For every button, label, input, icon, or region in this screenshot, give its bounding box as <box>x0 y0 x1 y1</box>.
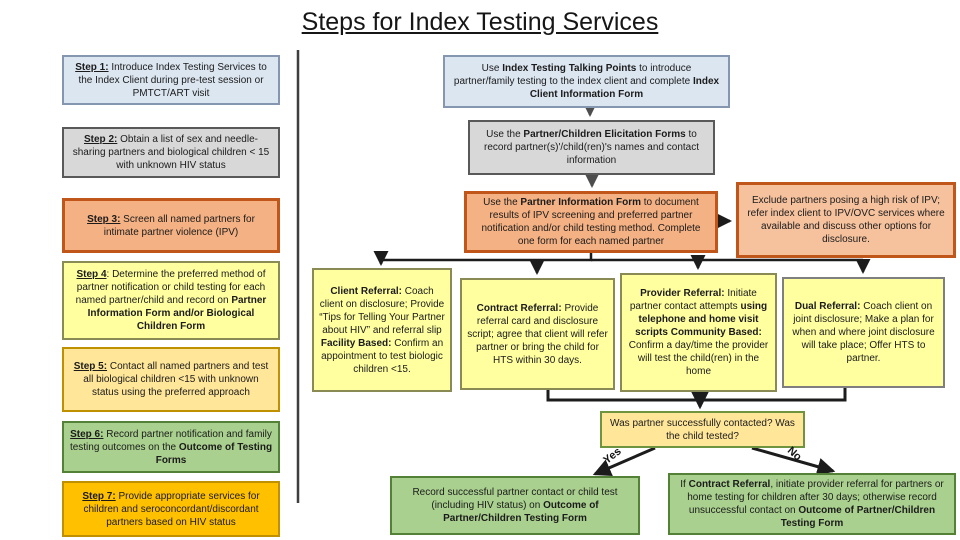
step-6-box: Step 6: Record partner notification and … <box>62 421 280 473</box>
record-success-box: Record successful partner contact or chi… <box>390 476 640 535</box>
page-title: Steps for Index Testing Services <box>301 8 659 36</box>
provider-referral-box: Provider Referral: Initiate partner cont… <box>620 273 777 392</box>
step-2-box: Step 2: Obtain a list of sex and needle-… <box>62 127 280 178</box>
arrow-no <box>751 446 836 476</box>
unsuccessful-contact-box: If Contract Referral, initiate provider … <box>668 473 956 535</box>
step-5-box: Step 5: Contact all named partners and t… <box>62 347 280 412</box>
exclude-high-risk-box: Exclude partners posing a high risk of I… <box>736 182 956 258</box>
contract-referral-box: Contract Referral: Provide referral card… <box>460 278 615 390</box>
contact-question-box: Was partner successfully contacted? Was … <box>600 411 805 448</box>
arrow-yes <box>592 446 656 477</box>
step-4-box: Step 4: Determine the preferred method o… <box>62 261 280 340</box>
step-1-box: Step 1: Introduce Index Testing Services… <box>62 55 280 105</box>
step-3-box: Step 3: Screen all named partners for in… <box>62 198 280 253</box>
dual-referral-box: Dual Referral: Coach client on joint dis… <box>782 277 945 388</box>
client-referral-box: Client Referral: Coach client on disclos… <box>312 268 452 392</box>
partner-information-form-box: Use the Partner Information Form to docu… <box>464 191 718 253</box>
fanout-left <box>381 253 593 262</box>
talking-points-box: Use Index Testing Talking Points to intr… <box>443 55 730 108</box>
step-7-box: Step 7: Provide appropriate services for… <box>62 481 280 537</box>
elicitation-forms-box: Use the Partner/Children Elicitation For… <box>468 120 715 175</box>
